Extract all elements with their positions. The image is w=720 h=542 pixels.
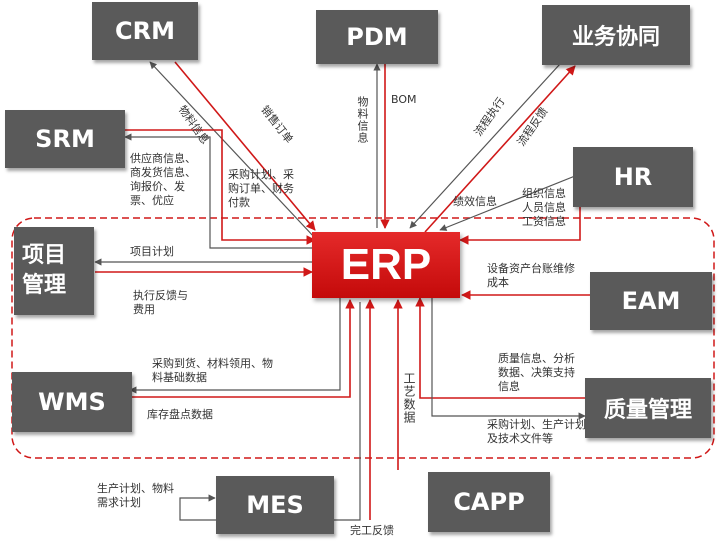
- label-process-data: 工艺数据: [402, 372, 416, 424]
- label-pdm-material: 物料信息: [356, 96, 369, 144]
- label-wms-inventory: 库存盘点数据: [147, 408, 213, 421]
- mes-box: MES: [216, 476, 334, 534]
- label-eam-asset: 设备资产台账维修成本: [487, 262, 575, 289]
- collab-box: 业务协同: [542, 5, 690, 65]
- label-hr-org: 组织信息人员信息工资信息: [522, 187, 566, 228]
- wms-box: WMS: [12, 372, 132, 432]
- label-quality-info: 质量信息、分析数据、决策支持信息: [498, 352, 575, 393]
- quality-box: 质量管理: [585, 378, 711, 438]
- pdm-box: PDM: [316, 10, 438, 64]
- label-wms-arrival: 采购到货、材料领用、物料基础数据: [152, 357, 273, 384]
- label-srm-purchase: 采购计划、采购订单、财务付款: [228, 168, 294, 209]
- label-mes-plan: 生产计划、物料需求计划: [97, 482, 174, 509]
- eam-box: EAM: [590, 272, 712, 330]
- srm-box: SRM: [5, 110, 125, 168]
- capp-box: CAPP: [428, 472, 550, 532]
- label-project-feedback: 执行反馈与费用: [133, 289, 188, 316]
- crm-box: CRM: [92, 2, 198, 60]
- label-project-plan: 项目计划: [130, 245, 174, 258]
- erp-box: ERP: [312, 232, 460, 298]
- label-quality-plan: 采购计划、生产计划及技术文件等: [487, 418, 586, 445]
- label-srm-supplier: 供应商信息、商发货信息、询报价、发票、优应: [130, 152, 196, 207]
- hr-box: HR: [573, 147, 693, 207]
- label-pdm-bom: BOM: [391, 93, 417, 106]
- label-hr-perf: 绩效信息: [453, 195, 497, 208]
- label-mes-feedback: 完工反馈: [350, 524, 394, 537]
- project-box: 项目管理: [14, 227, 94, 315]
